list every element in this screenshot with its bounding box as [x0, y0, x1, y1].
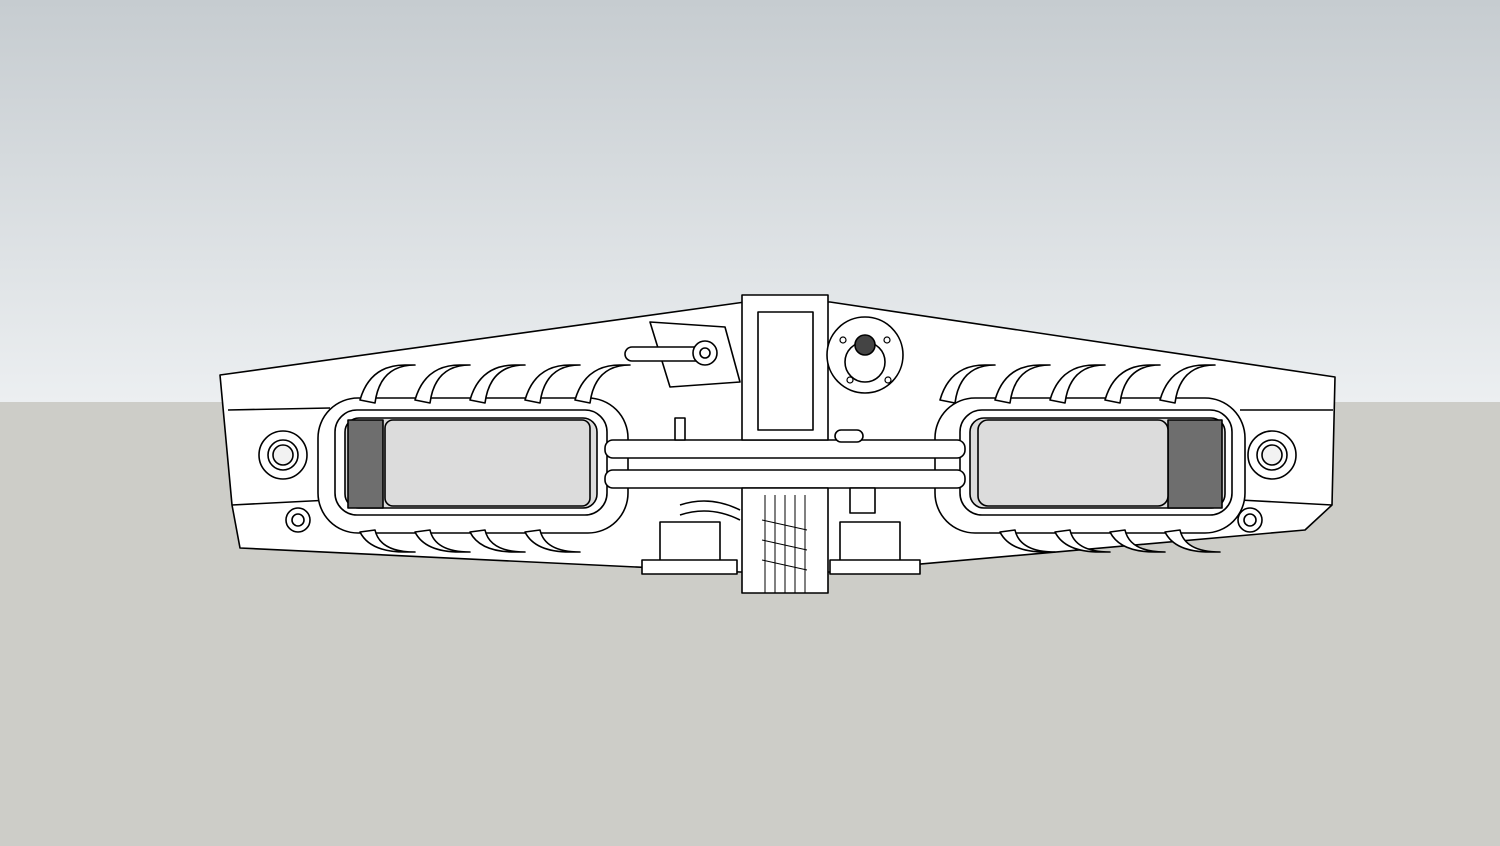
body-edge — [227, 407, 331, 411]
body-edge — [1239, 499, 1333, 506]
left-coil — [317, 364, 631, 553]
cross-bar — [604, 439, 966, 459]
cross-bar — [604, 469, 966, 489]
right-coil — [934, 364, 1246, 553]
body-edge — [231, 499, 331, 506]
model[interactable] — [219, 294, 1336, 594]
connector-pins — [761, 495, 808, 593]
center-panel — [757, 311, 814, 431]
